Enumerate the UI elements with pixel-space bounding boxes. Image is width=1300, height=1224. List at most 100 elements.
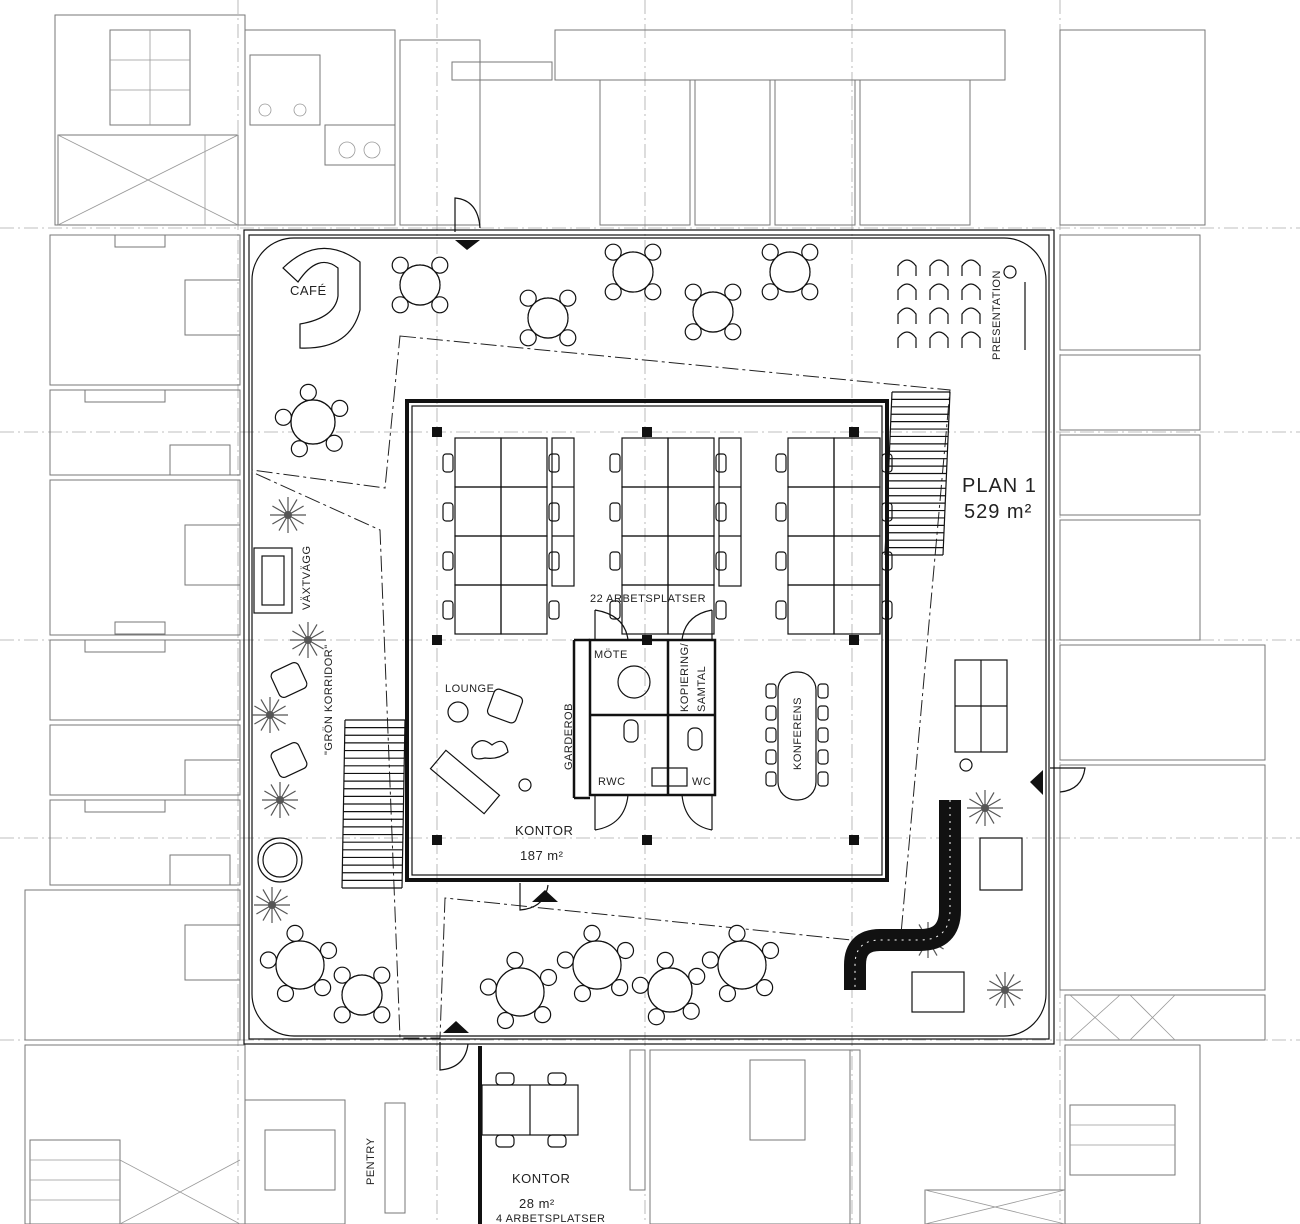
vaxtvagg-label: VÄXTVÄGG — [301, 545, 313, 610]
chair — [765, 683, 777, 699]
samtal-label: SAMTAL — [696, 666, 708, 712]
chair — [817, 771, 829, 787]
lounge-label: LOUNGE — [445, 683, 494, 695]
round-table — [479, 951, 558, 1030]
chair — [548, 551, 560, 571]
seat — [961, 259, 981, 276]
bottom-office: KONTOR 28 m² 4 ARBETSPLATSER — [478, 1046, 605, 1224]
seat — [897, 307, 917, 324]
workstation-desks — [442, 437, 893, 635]
desk — [833, 486, 881, 537]
seat — [929, 307, 949, 324]
chair — [775, 502, 787, 522]
floor-outline — [243, 229, 1055, 1045]
round-table — [761, 243, 819, 301]
seat — [929, 259, 949, 276]
garderob-label: GARDEROB — [563, 703, 575, 770]
seat — [929, 331, 949, 348]
chair — [881, 453, 893, 473]
chair — [715, 551, 727, 571]
plant — [987, 972, 1023, 1008]
cafe-label: CAFÉ — [290, 283, 327, 298]
storage — [718, 437, 742, 587]
chair — [817, 705, 829, 721]
chair — [765, 727, 777, 743]
workstations-label: 22 ARBETSPLATSER — [590, 593, 706, 605]
seat — [961, 331, 981, 348]
desk — [833, 437, 881, 488]
desk — [667, 535, 715, 586]
desk — [454, 486, 502, 537]
round-table — [604, 243, 662, 301]
conference-chairs — [765, 683, 829, 787]
desk — [833, 584, 881, 635]
kontor-main-area: 187 m² — [520, 848, 564, 863]
chair — [609, 453, 621, 473]
round-tables — [259, 243, 819, 1030]
right-furniture — [844, 659, 1023, 1013]
gron-korridor-label: "GRÖN KORRIDOR" — [323, 644, 335, 755]
desk — [787, 437, 835, 488]
round-table — [631, 951, 706, 1026]
pentry-label: PENTRY — [365, 1137, 377, 1185]
desk — [500, 584, 548, 635]
plant — [967, 790, 1003, 826]
chair — [548, 600, 560, 620]
konferens-label: KONFERENS — [792, 697, 804, 770]
chair — [609, 600, 621, 620]
desk — [500, 535, 548, 586]
chair — [715, 453, 727, 473]
chair — [609, 551, 621, 571]
plant — [254, 887, 290, 923]
kopiering-label: KOPIERING/ — [679, 642, 691, 712]
chair — [442, 502, 454, 522]
green-corridor: VÄXTVÄGG "GRÖN KORRIDOR" — [253, 545, 335, 883]
presentation-seating — [897, 259, 981, 348]
round-table — [519, 289, 577, 347]
chair — [775, 453, 787, 473]
cafe-area: CAFÉ — [282, 247, 361, 349]
chair — [715, 502, 727, 522]
surrounding-building — [24, 14, 1266, 1224]
desk — [454, 535, 502, 586]
seat — [929, 283, 949, 300]
rwc-label: RWC — [598, 776, 626, 788]
chair — [442, 551, 454, 571]
chair — [775, 551, 787, 571]
round-table — [684, 283, 742, 341]
desk — [787, 535, 835, 586]
workstations-small-label: 4 ARBETSPLATSER — [496, 1213, 605, 1224]
desk — [500, 437, 548, 488]
seat — [961, 307, 981, 324]
seat — [897, 259, 917, 276]
central-office: 22 ARBETSPLATSER MÖTE KOPIERING/ SAMTAL … — [405, 399, 893, 882]
chair — [817, 749, 829, 765]
desk — [667, 584, 715, 635]
kontor-small-area: 28 m² — [519, 1196, 555, 1211]
chair — [715, 600, 727, 620]
seat — [897, 283, 917, 300]
chair — [442, 600, 454, 620]
desk — [500, 486, 548, 537]
plan-area: 529 m² — [964, 501, 1032, 523]
chair — [765, 749, 777, 765]
round-table — [701, 924, 780, 1003]
desk — [454, 584, 502, 635]
desk — [833, 535, 881, 586]
chair — [548, 502, 560, 522]
chair — [609, 502, 621, 522]
presentation-label: PRESENTATION — [991, 270, 1003, 360]
stairs — [341, 391, 951, 889]
desk — [787, 584, 835, 635]
round-table — [274, 383, 349, 458]
plant — [270, 497, 306, 533]
round-table — [333, 966, 391, 1024]
round-table — [259, 924, 338, 1003]
plant — [290, 622, 326, 658]
wc-label: WC — [692, 776, 711, 788]
plant — [252, 697, 288, 733]
mote-label: MÖTE — [594, 649, 628, 661]
chair — [881, 551, 893, 571]
plant — [262, 782, 298, 818]
